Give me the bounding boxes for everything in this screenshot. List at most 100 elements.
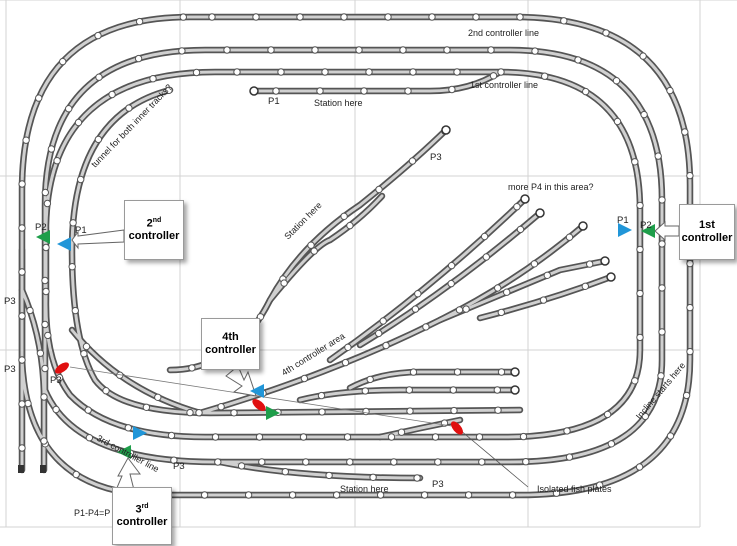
track-bed-yard-4 [478,275,613,320]
rail-joiner [361,387,369,395]
rail-joiner [69,219,77,227]
rail-joiner [288,491,297,499]
rail-joiner [387,433,396,441]
rail-joiner [41,188,49,197]
callout-2nd-sup: nd [152,217,162,225]
label-p1-top: P1 [268,96,280,107]
rail-joiner [434,458,442,466]
label-2nd-controller-line: 2nd controller line [468,28,539,38]
rail-joiner [375,185,383,194]
rail-joiner [397,428,406,436]
buffer-bay-1 [510,367,520,377]
rail-joiner [47,145,56,153]
rail-joiner [464,491,473,499]
rail-joiner [607,440,616,448]
rail-joiner [478,458,486,466]
rail-joiner [317,391,326,400]
rail-joiner [475,433,484,441]
track-bed-bottom-crossover [378,418,462,439]
rail-joiner [658,196,666,204]
rail-joiner [443,46,451,54]
label-isolated-fish-plates: Isolated fish plates [537,484,612,494]
track-bed-diag-station-2 [268,194,384,302]
rail-joiner [22,136,30,144]
rail-joiner [422,323,430,331]
rail-joiner [497,68,505,76]
rail-joiner [77,175,85,184]
rail-joiner [200,491,209,499]
rail-joiner [95,73,103,81]
callout-1st-controller: 1st controller [679,204,735,260]
rail-joiner [214,458,222,466]
rail-joiner [43,199,52,208]
blue-marker-4th [250,384,264,398]
rail-joiner [560,17,568,25]
rail-joiner [340,212,348,221]
rail-joiner [513,203,521,211]
rail-joiner [414,290,422,298]
blue-marker-p1-left [57,237,71,251]
rail-joiner [186,408,194,417]
rail-joiner [217,403,225,411]
rail-joiner [596,481,604,489]
rail-joiner [280,279,288,287]
rail-joiner [522,458,530,466]
callout-2nd-num: 2 [146,217,153,230]
rail-joiner [55,373,64,382]
rail-joiner [74,118,83,127]
rail-joiner [602,29,610,37]
callout-arrows [71,220,680,491]
rail-joiner [382,341,390,350]
rail-joiner [448,85,456,94]
rail-joiner [41,364,49,373]
rail-joiner [355,46,363,54]
track-bed-yard-1 [328,197,527,362]
green-marker-p2-right [641,224,655,238]
rail-joiner [277,68,285,76]
rail-joiner [365,68,373,76]
rail-joiner [195,409,203,417]
rail-joiner [192,68,201,77]
buffer-stops [18,86,616,473]
label-p1-right: P1 [617,215,629,226]
rail-joiner [142,403,151,411]
rail-joiner [453,368,462,376]
rail-joiner [399,46,407,54]
rail-joiner [519,432,528,441]
rail-joiner [565,453,574,461]
label-p2-left: P2 [35,222,47,233]
rail-joiner [311,46,319,54]
rail-joiner [343,433,352,441]
rail-joiner [640,110,648,119]
rail-joiner [188,364,196,372]
rail-joiner [108,90,116,99]
rail-joiner [369,473,377,481]
green-marker-3rd [117,445,131,459]
rail-joiner [639,52,647,60]
rail-joiner [252,13,260,21]
red-isolation-left [55,362,69,374]
rail-joiner [125,104,133,112]
rail-joiner [18,444,26,452]
callout-3rd-num: 3 [135,503,142,516]
buffer-yard-4 [600,256,610,266]
rail-joiner [411,305,420,313]
rail-joiner [94,135,103,144]
rail-joiner [211,433,220,441]
rail-joiner [82,342,91,351]
rail-joiner [346,458,354,466]
rail-joiner [482,253,490,261]
rail-joiner [179,13,188,21]
rail-joiner [258,458,266,466]
rail-joiner [44,331,52,340]
rail-joiner [641,412,649,421]
rail-joiner [154,393,162,401]
rail-joiner [244,491,253,499]
callout-4th-controller: 4th controller [201,318,260,370]
rail-joiner [413,474,421,482]
red-isolation-center [252,399,266,411]
rail-joiner [178,47,186,55]
track-bay-1 [346,368,519,392]
label-p3-left3: P3 [50,375,62,386]
rail-joiner [539,296,548,304]
